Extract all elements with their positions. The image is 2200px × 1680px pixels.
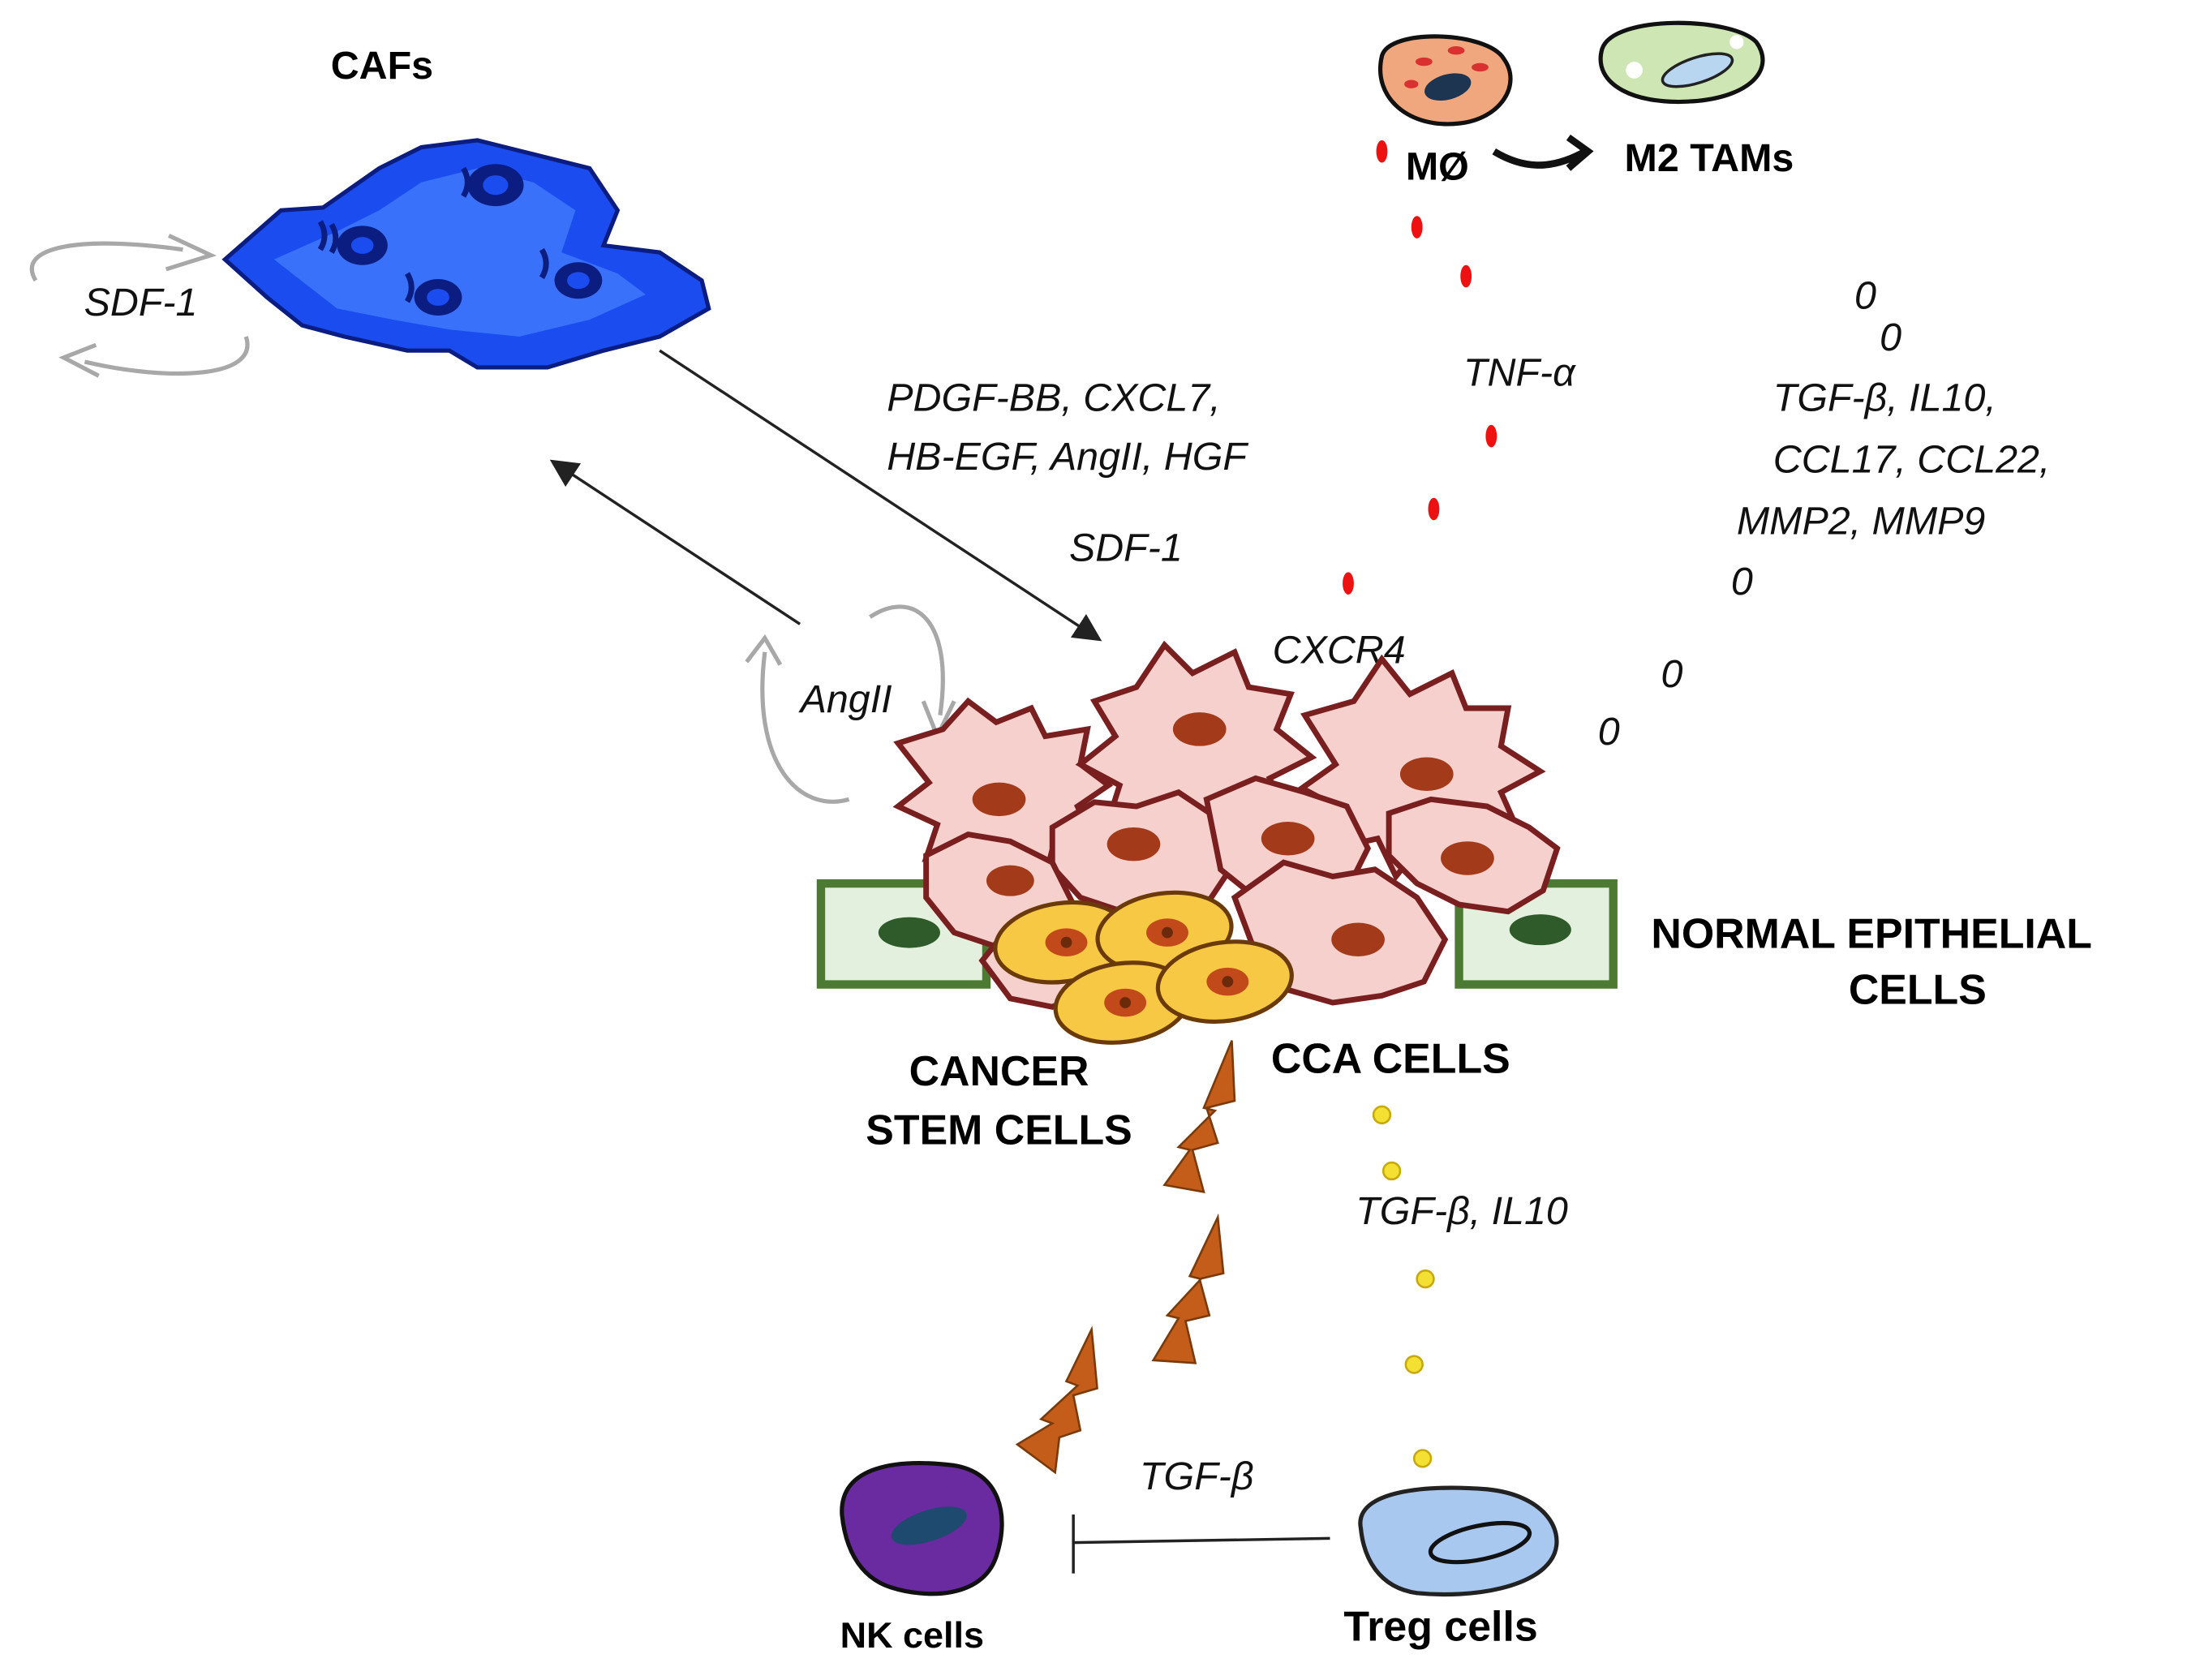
- tam-factors-line-1: TGF-β, IL10,: [1773, 376, 1996, 420]
- tnf-alpha-dots: [1343, 140, 1497, 595]
- nk-cells-label: NK cells: [840, 1614, 984, 1656]
- tnf-alpha-label: TNF-α: [1463, 350, 1576, 394]
- m2-tams-label: M2 TAMs: [1625, 136, 1794, 180]
- cancer-stem-label-line-1: CANCER: [909, 1047, 1089, 1094]
- cafs-label: CAFs: [331, 44, 433, 88]
- zero-mark: 0: [1880, 316, 1901, 359]
- caf-cells: [221, 138, 711, 370]
- zero-marks: 0 0 0 0 0: [1598, 273, 1901, 754]
- zero-mark: 0: [1731, 560, 1753, 604]
- cca-cells-label: CCA CELLS: [1271, 1034, 1510, 1081]
- normal-epithelial-label-line-2: CELLS: [1849, 966, 1987, 1013]
- tam-factors-line-2: CCL17, CCL22,: [1773, 438, 2051, 482]
- treg-cells-label: Treg cells: [1343, 1603, 1537, 1650]
- cytotoxicity-lightning-icons: [1015, 1040, 1236, 1475]
- tumor-to-caf-arrow: [549, 459, 801, 625]
- caf-to-tumor-arrow: [659, 349, 1102, 642]
- zero-mark: 0: [1854, 273, 1876, 317]
- cancer-stem-label-line-2: STEM CELLS: [866, 1106, 1132, 1154]
- macrophage-label: MØ: [1406, 144, 1469, 188]
- polarization-arrow-icon: [1492, 134, 1594, 171]
- caf-factors-line-1: PDGF-BB, CXCL7,: [887, 376, 1220, 420]
- tgf-beta-inhibition-line: [1072, 1515, 1330, 1574]
- nk-cell: [840, 1461, 1004, 1596]
- m2-tam-cell: [1598, 20, 1765, 105]
- cca-nuclei: [972, 712, 1494, 956]
- sdf1-label: SDF-1: [1069, 526, 1183, 569]
- sdf1-autocrine-label: SDF-1: [84, 281, 198, 324]
- treg-factors-label: TGF-β, IL10: [1356, 1189, 1568, 1233]
- cancer-stem-nuclei: [1045, 918, 1249, 1017]
- caf-factors-line-2: HB-EGF, AngII, HGF: [887, 435, 1248, 479]
- sdf1-autocrine-loop-icon: [29, 234, 250, 378]
- zero-mark: 0: [1598, 710, 1620, 754]
- tgf-beta-label: TGF-β: [1140, 1454, 1254, 1498]
- zero-mark: 0: [1661, 652, 1682, 696]
- normal-epithelial-label-line-1: NORMAL EPITHELIAL: [1651, 910, 2092, 957]
- angii-label: AngII: [798, 677, 892, 721]
- treg-cell: [1358, 1485, 1559, 1597]
- tam-factors-line-3: MMP2, MMP9: [1737, 500, 1986, 544]
- macrophage-cell: [1378, 34, 1513, 127]
